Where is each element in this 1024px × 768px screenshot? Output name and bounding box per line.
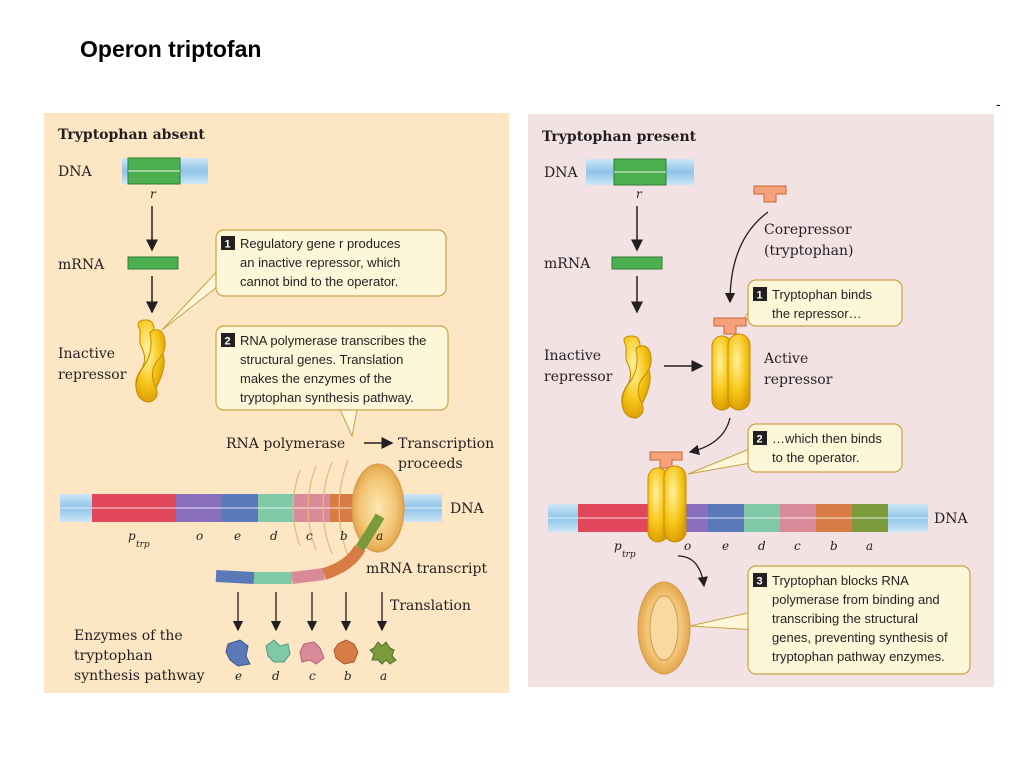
corepressor-arrow <box>724 211 769 304</box>
left-callout-1: 1 Regulatory gene r produces an inactive… <box>161 229 447 331</box>
left-gene-c: c <box>306 529 313 543</box>
right-dna-label: DNA <box>544 165 578 181</box>
corepressor-molecule <box>753 185 787 203</box>
enzyme-e <box>225 639 251 667</box>
left-gene-o: o <box>196 529 203 543</box>
enzyme-d <box>265 639 291 663</box>
left-enzymes-line3: synthesis pathway <box>74 668 205 684</box>
right-gene-b: b <box>830 539 838 553</box>
right-callout-1-number: 1 <box>757 290 763 302</box>
left-rna-polymerase <box>292 459 405 557</box>
left-mrna <box>127 256 179 270</box>
right-gene-o: o <box>684 539 691 553</box>
left-transcription-line2: proceeds <box>398 456 463 472</box>
left-callout-2-line2: structural genes. Translation <box>240 352 403 367</box>
left-callout-2-line1: RNA polymerase transcribes the <box>240 333 426 348</box>
right-callout-1-line2: the repressor… <box>772 306 862 321</box>
right-gene-e: e <box>722 539 729 553</box>
right-inactive-repressor-line1: Inactive <box>544 348 601 364</box>
corepressor-line1: Corepressor <box>764 222 852 238</box>
right-active-repressor <box>711 317 751 411</box>
left-mrna-transcript <box>215 513 385 584</box>
left-rna-polymerase-label: RNA polymerase <box>226 436 345 452</box>
right-callout-3-line3: transcribing the structural <box>772 611 918 626</box>
left-inactive-repressor-line1: Inactive <box>58 346 115 362</box>
left-gene-e: e <box>234 529 241 543</box>
right-gene-p: p <box>614 539 622 553</box>
left-gene-d: d <box>270 529 278 543</box>
left-heading: Tryptophan absent <box>58 127 205 143</box>
left-callout-2-line4: tryptophan synthesis pathway. <box>240 390 414 405</box>
right-callout-3: 3 Tryptophan blocks RNA polymerase from … <box>689 565 971 675</box>
active-repressor-line1: Active <box>763 351 808 367</box>
left-transcription-line1: Transcription <box>398 436 494 452</box>
left-callout-1-number: 1 <box>225 239 231 251</box>
left-inactive-repressor-line2: repressor <box>58 367 127 383</box>
left-callout-1-line3: cannot bind to the operator. <box>240 274 398 289</box>
active-repressor-line2: repressor <box>764 372 833 388</box>
right-r-label: r <box>636 187 643 201</box>
right-operon-dna <box>548 504 928 532</box>
enzyme-c <box>299 641 325 665</box>
right-gene-trp: trp <box>622 550 636 560</box>
left-enzymes-line2: tryptophan <box>74 648 153 664</box>
enzyme-c-label: c <box>309 669 316 683</box>
right-callout-3-line4: genes, preventing synthesis of <box>772 630 948 645</box>
right-callout-2-number: 2 <box>757 434 763 446</box>
blocked-rna-polymerase <box>637 581 691 675</box>
corepressor-line2: (tryptophan) <box>764 243 854 259</box>
right-gene-a: a <box>866 539 873 553</box>
left-mrna-transcript-label: mRNA transcript <box>366 561 487 577</box>
left-enzymes-line1: Enzymes of the <box>74 628 183 644</box>
right-callout-3-line1: Tryptophan blocks RNA <box>772 573 909 588</box>
enzyme-a <box>369 641 397 665</box>
left-translation-label: Translation <box>390 598 471 614</box>
polymerase-arrow <box>677 555 708 588</box>
enzyme-a-label: a <box>380 669 387 683</box>
left-gene-a: a <box>376 529 383 543</box>
right-inactive-repressor <box>621 335 652 419</box>
right-dna-right-label: DNA <box>934 511 968 527</box>
enzyme-b-label: b <box>344 669 352 683</box>
left-callout-2: 2 RNA polymerase transcribes the structu… <box>215 325 449 438</box>
left-gene-trp: trp <box>136 540 150 550</box>
slide-title: Operon triptofan <box>80 36 262 62</box>
right-heading: Tryptophan present <box>542 129 697 145</box>
right-callout-2-line2: to the operator. <box>772 450 859 465</box>
left-callout-1-line2: an inactive repressor, which <box>240 255 400 270</box>
left-gene-b: b <box>340 529 348 543</box>
left-translation-arrows <box>232 592 388 632</box>
dash-mark: - <box>996 96 1001 112</box>
right-callout-2-line1: …which then binds <box>772 431 882 446</box>
left-callout-2-line3: makes the enzymes of the <box>240 371 392 386</box>
right-callout-1: 1 Tryptophan binds the repressor… <box>740 279 903 327</box>
left-mrna-label: mRNA <box>58 257 105 273</box>
left-panel: Tryptophan absent DNA r mRNA Inactive re… <box>44 113 509 693</box>
left-callout-2-number: 2 <box>225 336 231 348</box>
left-dna-label: DNA <box>58 164 92 180</box>
right-mrna-label: mRNA <box>544 256 591 272</box>
right-callout-3-line5: tryptophan pathway enzymes. <box>772 649 945 664</box>
left-inactive-repressor <box>135 319 166 403</box>
repressor-bound-operator <box>647 451 687 543</box>
right-callout-3-line2: polymerase from binding and <box>772 592 940 607</box>
right-callout-2: 2 …which then binds to the operator. <box>687 423 903 475</box>
right-mrna <box>611 256 663 270</box>
right-panel: Tryptophan present DNA r mRNA Corepresso… <box>528 114 994 687</box>
left-gene-p: p <box>128 529 136 543</box>
right-gene-d: d <box>758 539 766 553</box>
enzyme-b <box>333 639 359 665</box>
enzyme-d-label: d <box>272 669 280 683</box>
left-callout-1-line1: Regulatory gene r produces <box>240 236 401 251</box>
right-callout-1-line1: Tryptophan binds <box>772 287 872 302</box>
right-callout-3-number: 3 <box>757 576 763 588</box>
left-r-label: r <box>150 187 157 201</box>
repressor-to-operator-arrow <box>688 417 731 455</box>
right-gene-c: c <box>794 539 801 553</box>
right-inactive-repressor-line2: repressor <box>544 369 613 385</box>
enzyme-e-label: e <box>235 669 242 683</box>
left-dna-right-label: DNA <box>450 501 484 517</box>
